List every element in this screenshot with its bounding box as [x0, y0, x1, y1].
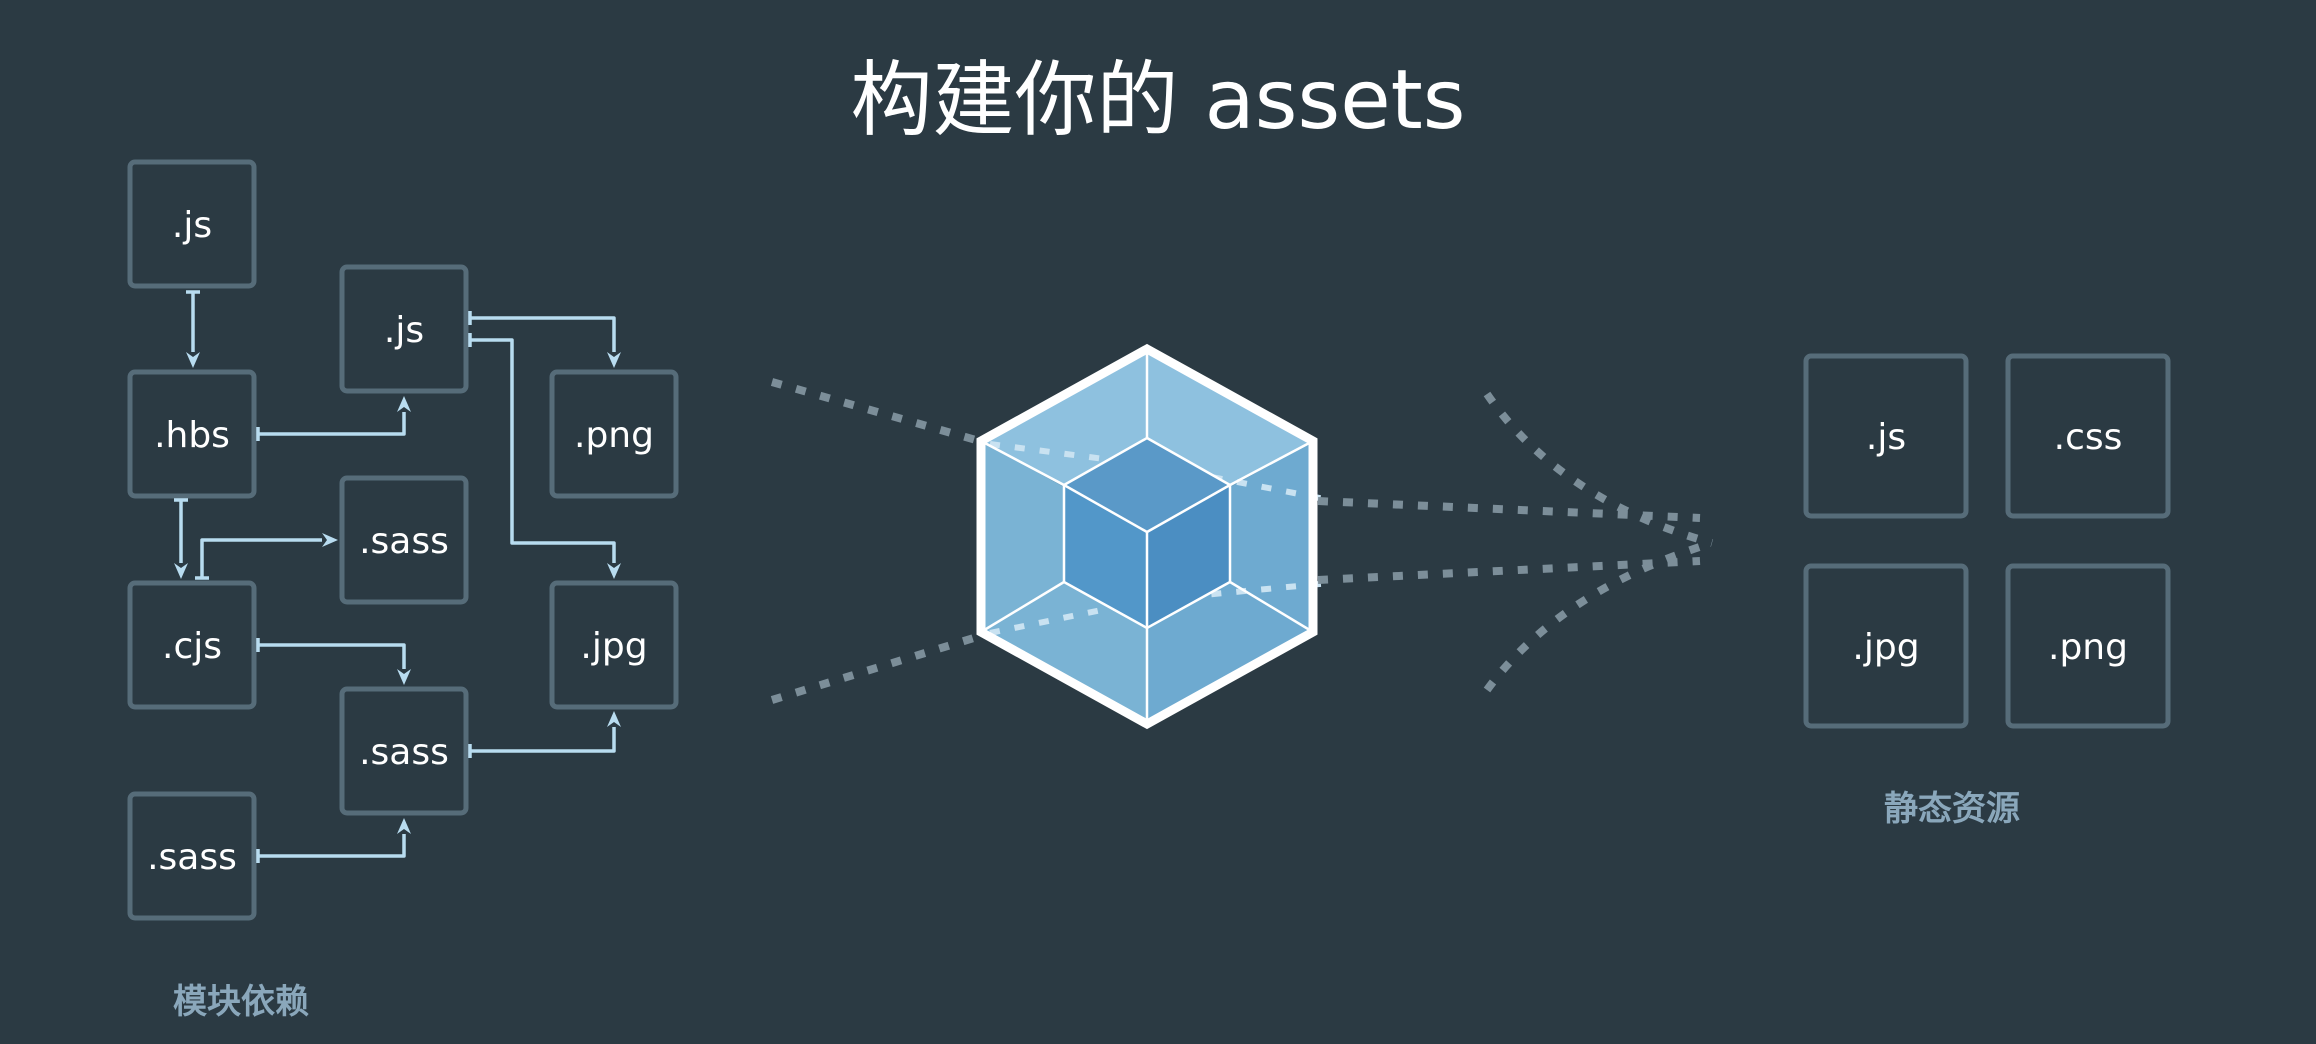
asset-box-out_js: .js — [1803, 353, 1969, 519]
module-box-label: .hbs — [154, 415, 230, 456]
dependency-arrow-hbs-to-cjs — [174, 498, 188, 579]
module-box-label: .sass — [359, 732, 449, 773]
flow-line-through-bottom — [989, 580, 1331, 636]
page-title: 构建你的 assets — [850, 53, 1465, 148]
flow-line-in-bottom — [770, 629, 992, 704]
module-box-frame — [127, 159, 257, 289]
module-box-sass2: .sass — [339, 686, 469, 816]
flow-line-through-top — [989, 441, 1331, 503]
dependency-arrow-head — [607, 352, 621, 368]
flow-line-in-top — [770, 378, 992, 448]
module-box-js2: .js — [339, 264, 469, 394]
dependency-arrow-head — [322, 533, 338, 547]
asset-box-label: .png — [2048, 627, 2128, 668]
module-box-label: .js — [172, 205, 212, 246]
asset-box-frame — [1803, 353, 1969, 519]
module-box-frame — [339, 475, 469, 605]
webpack-cube-icon — [976, 343, 1331, 730]
flow-line-fan-top — [1483, 391, 1714, 547]
flow-line-out-bottom — [1317, 557, 1701, 584]
dependency-arrow-head — [397, 669, 411, 685]
asset-box-out_jpg: .jpg — [1803, 563, 1969, 729]
module-box-js1: .js — [127, 159, 257, 289]
flow-line-fan-bottom — [1483, 539, 1714, 693]
cube-outer-outline — [976, 343, 1318, 730]
module-box-label: .sass — [359, 521, 449, 562]
module-box-png: .png — [549, 369, 679, 499]
static-assets-caption: 静态资源 — [1884, 789, 2020, 829]
module-dependency-group: .js .hbs .cjs .sass .js .sass .sass .png .jpg 模块… — [127, 159, 679, 1022]
cube-connector-upper-left — [980, 439, 1065, 487]
dependency-arrow-head — [174, 563, 188, 579]
module-box-label: .jpg — [580, 626, 647, 667]
asset-box-out_css: .css — [2005, 353, 2171, 519]
dependency-arrow-head — [186, 352, 200, 368]
module-box-label: .cjs — [162, 626, 222, 667]
asset-box-frame — [2005, 353, 2171, 519]
module-box-label: .png — [574, 415, 654, 456]
static-assets-group: .js .css .jpg .png 静态资源 — [1803, 353, 2171, 829]
dependency-arrow-line — [470, 338, 616, 563]
module-box-frame — [127, 791, 257, 921]
dependency-arrow-line — [258, 643, 406, 669]
dependency-arrow-head — [607, 563, 621, 579]
dependency-arrow-sass3-to-sass2 — [256, 818, 411, 863]
asset-box-frame — [1803, 563, 1969, 729]
module-box-hbs: .hbs — [127, 369, 257, 499]
module-box-frame — [549, 369, 679, 499]
cube-connector-lower-left — [980, 580, 1065, 634]
dependency-arrow-line — [200, 538, 322, 578]
module-box-cjs: .cjs — [127, 580, 257, 710]
build-flow-out — [1317, 391, 1714, 693]
module-box-frame — [127, 369, 257, 499]
module-boxes: .js .hbs .cjs .sass .js .sass .sass .png .jpg — [127, 159, 679, 921]
asset-box-label: .js — [1866, 417, 1906, 458]
module-dependency-caption: 模块依赖 — [173, 982, 309, 1022]
module-box-label: .js — [384, 310, 424, 351]
dependency-arrow-js1-to-hbs — [186, 290, 200, 368]
dependency-arrow-line — [470, 727, 616, 753]
module-box-jpg: .jpg — [549, 580, 679, 710]
cube-inner-edge-b — [1146, 483, 1231, 534]
module-box-label: .sass — [147, 837, 237, 878]
build-flow-lines — [770, 378, 992, 704]
module-box-frame — [127, 580, 257, 710]
dependency-arrows — [174, 290, 621, 863]
module-box-sass1: .sass — [339, 475, 469, 605]
cube-inner-edge-a — [1063, 483, 1148, 534]
module-box-sass3: .sass — [127, 791, 257, 921]
asset-box-frame — [2005, 563, 2171, 729]
module-box-frame — [339, 264, 469, 394]
dependency-arrow-head — [397, 396, 411, 412]
asset-box-label: .css — [2054, 417, 2123, 458]
dependency-arrow-js2-to-png — [468, 311, 621, 368]
dependency-arrow-cjs-to-sass1 — [195, 533, 338, 580]
module-box-frame — [549, 580, 679, 710]
dependency-arrow-js2-to-jpg — [468, 333, 621, 579]
cube-connector-upper-right — [1229, 439, 1314, 487]
module-box-frame — [339, 686, 469, 816]
dependency-arrow-head — [397, 818, 411, 834]
asset-boxes: .js .css .jpg .png — [1803, 353, 2171, 729]
dependency-arrow-hbs-to-js2 — [256, 396, 411, 441]
dependency-arrow-sass2-to-jpg — [468, 711, 621, 758]
dependency-arrow-line — [258, 834, 406, 858]
asset-box-out_png: .png — [2005, 563, 2171, 729]
dependency-arrow-line — [258, 412, 406, 436]
cube-connector-lower-right — [1229, 580, 1314, 634]
dependency-arrow-head — [607, 711, 621, 727]
asset-box-label: .jpg — [1852, 627, 1919, 668]
dependency-arrow-cjs-to-sass2 — [256, 638, 411, 685]
dependency-arrow-line — [470, 316, 616, 352]
